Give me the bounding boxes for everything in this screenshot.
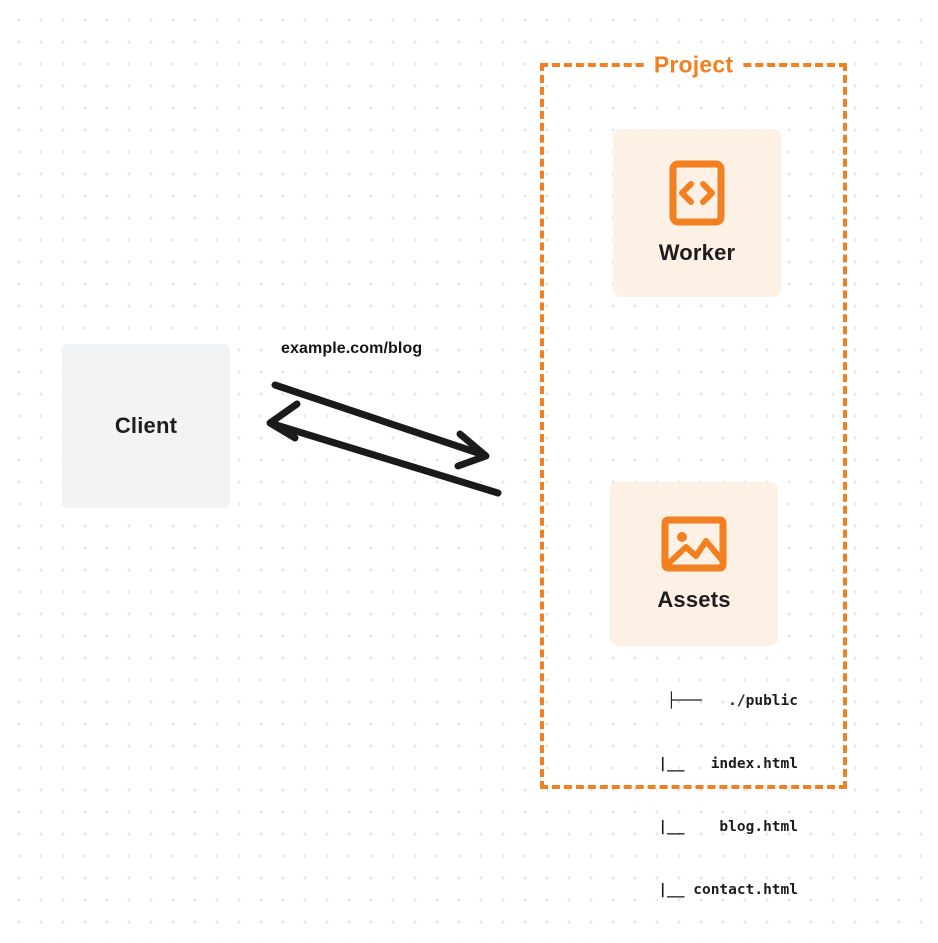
worker-label: Worker — [658, 240, 736, 265]
connection-arrows — [266, 381, 502, 497]
request-arrow-icon — [271, 381, 490, 470]
code-brackets-icon — [669, 160, 725, 226]
worker-card[interactable]: Worker — [613, 129, 781, 297]
client-node[interactable]: Client — [62, 344, 230, 508]
assets-card[interactable]: Assets — [610, 482, 778, 646]
response-arrow-icon — [266, 400, 502, 497]
file-tree: ├─── ./public |__ index.html |__ blog.ht… — [586, 649, 798, 943]
file-tree-row: |__ contact.html — [640, 882, 798, 898]
image-picture-icon — [661, 515, 727, 573]
project-title: Project — [646, 51, 741, 79]
diagram-canvas: Client example.com/blog Project Worker — [62, 51, 847, 898]
client-label: Client — [114, 413, 178, 438]
connection-label: example.com/blog — [281, 340, 423, 357]
project-container: Project — [540, 51, 847, 789]
assets-label: Assets — [657, 587, 731, 612]
file-tree-row: |__ blog.html — [640, 819, 798, 835]
file-tree-row: ├─── ./public — [667, 693, 798, 709]
file-tree-row: |__ index.html — [640, 756, 798, 772]
